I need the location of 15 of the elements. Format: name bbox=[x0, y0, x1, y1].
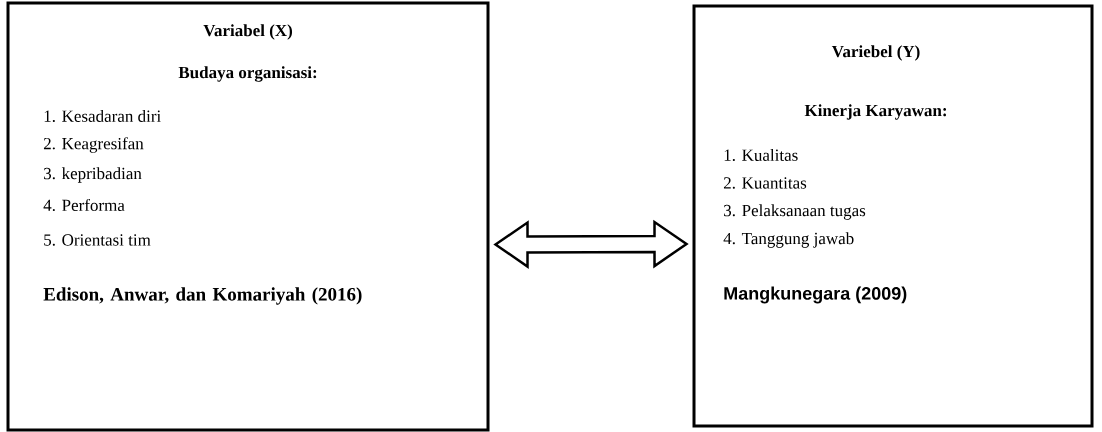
heading: Variabel (X) bbox=[203, 24, 293, 40]
list-item: 3. Pelaksanaan tugas bbox=[724, 204, 866, 220]
heading: Variebel (Y) bbox=[831, 45, 920, 61]
list-item: 2. Kuantitas bbox=[723, 177, 807, 189]
list-item: 1. Kesadaran diri bbox=[44, 110, 161, 122]
list-item: 5. Orientasi tim bbox=[44, 234, 151, 246]
reference-text: Edison, Anwar, dan Komariyah (2016) bbox=[43, 287, 362, 305]
list-item: 4. Performa bbox=[43, 198, 125, 212]
heading: Kinerja Karyawan: bbox=[804, 104, 947, 120]
heading: Budaya organisasi: bbox=[178, 66, 317, 82]
list-item: 1. Kualitas bbox=[724, 149, 798, 161]
reference-text: Mangkunegara (2009) bbox=[724, 286, 907, 304]
list-item: 4. Tanggung jawab bbox=[723, 232, 854, 248]
list-item: 2. Keagresifan bbox=[43, 137, 144, 153]
list-item: 3. kepribadian bbox=[44, 167, 142, 183]
